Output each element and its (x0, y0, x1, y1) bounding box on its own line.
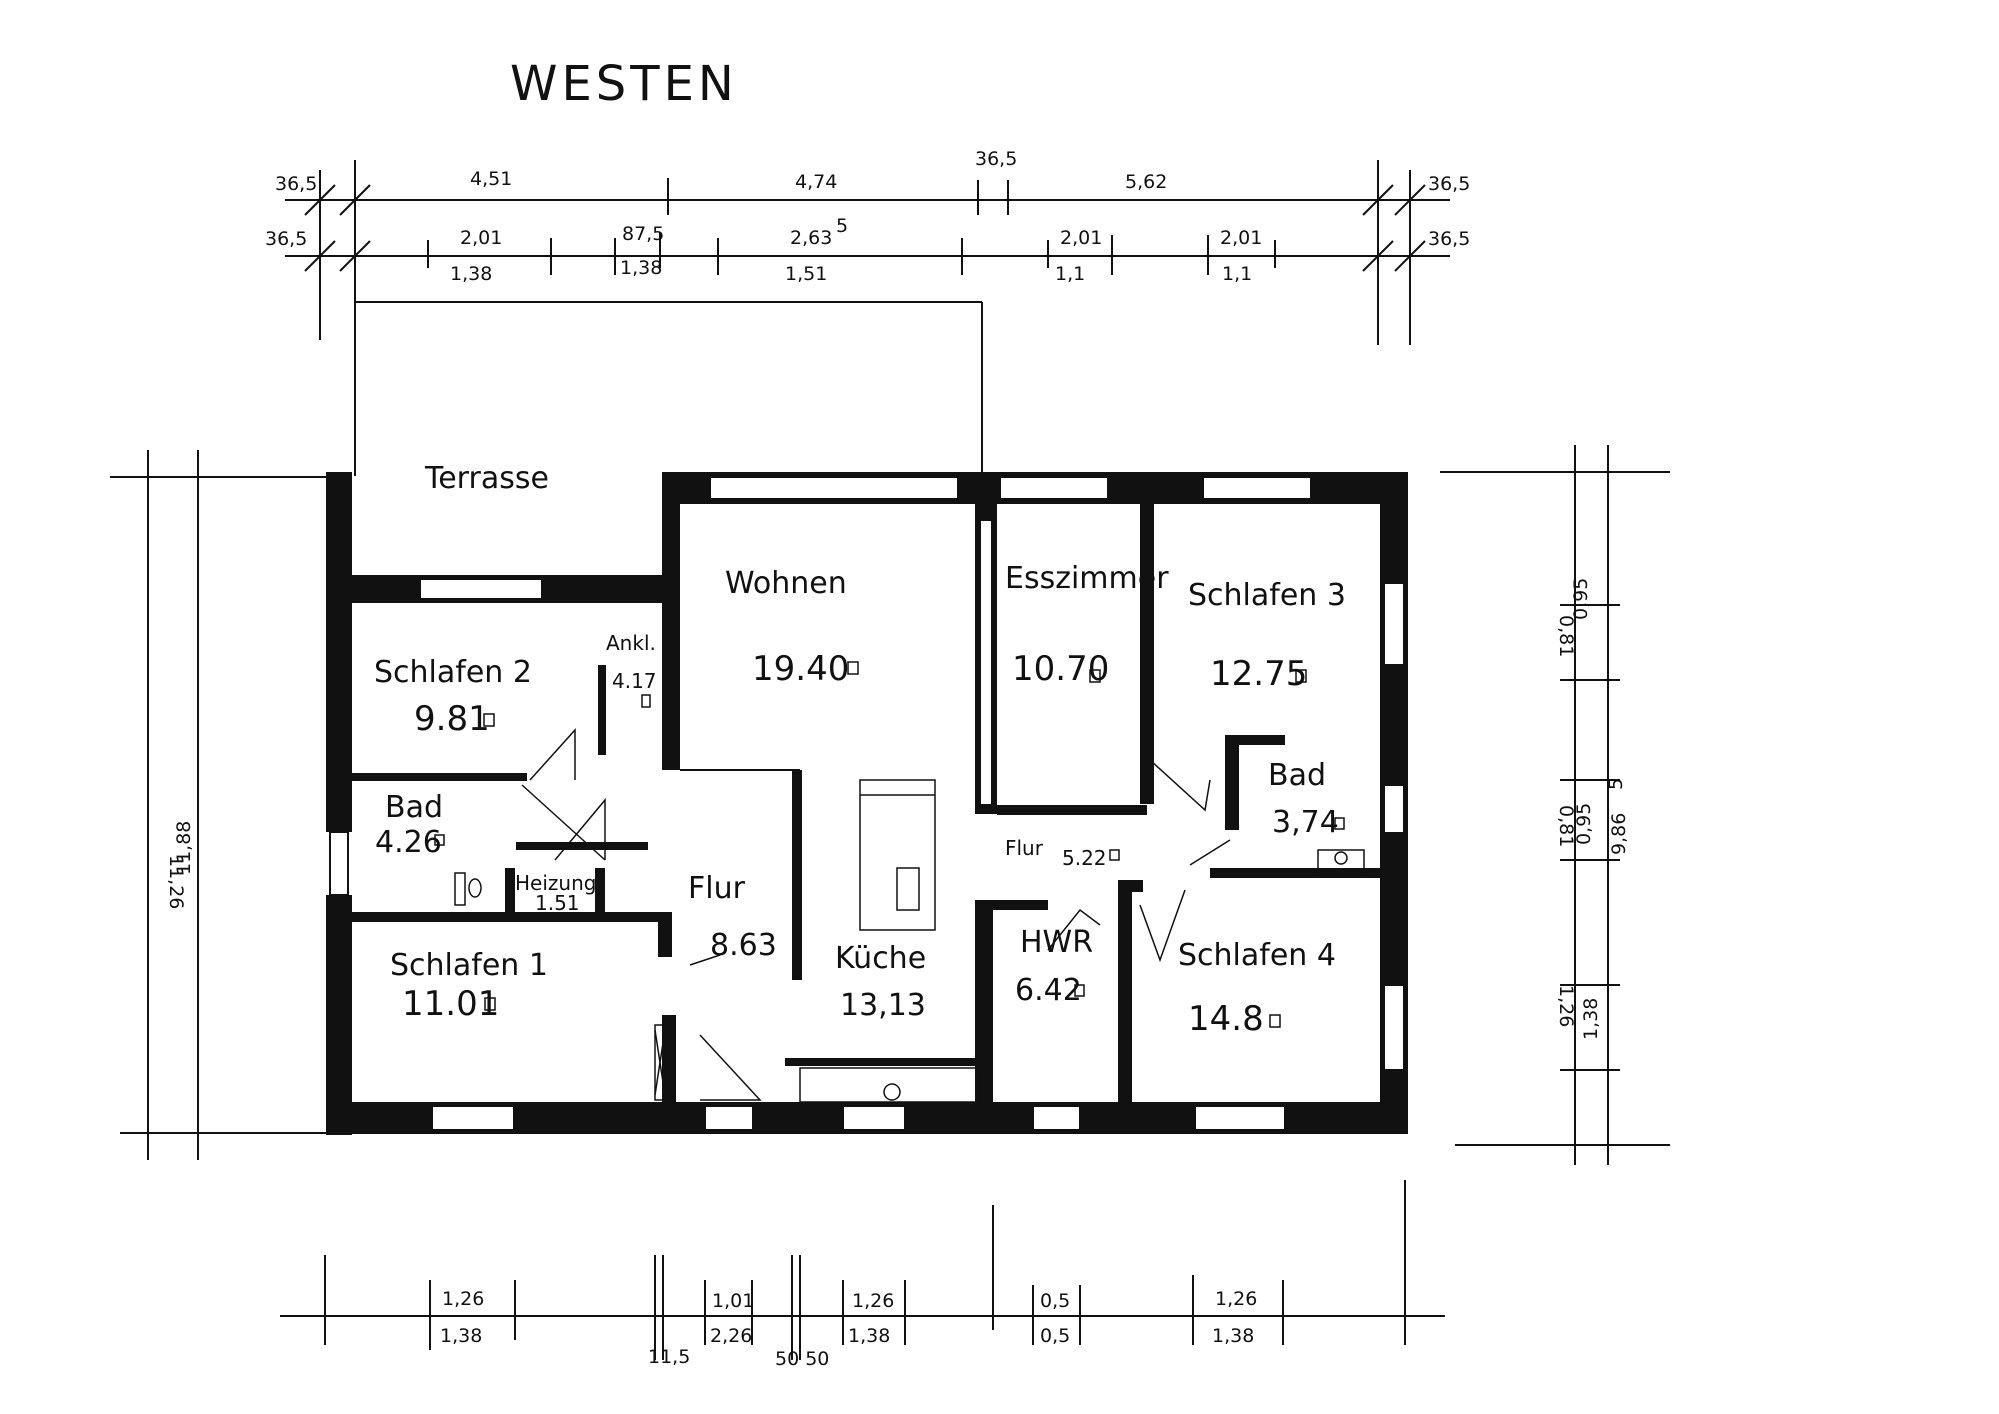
room-esszimmer-name: Esszimmer (1005, 561, 1169, 596)
room-wohnen-area: 19.40 (752, 649, 849, 689)
dim-row2-d-bot: 1,1 (1055, 263, 1085, 285)
room-bad-left-area: 4.26 (375, 825, 442, 860)
dim-right-b: 0,81 (1555, 615, 1577, 657)
dim-row2-d-top: 2,01 (1060, 227, 1102, 249)
dim-bottom-g-top: 1,26 (1215, 1288, 1257, 1310)
bottom-dimension-chain (280, 1180, 1445, 1360)
room-labels: Terrasse Wohnen 19.40 Esszimmer 10.70 Sc… (374, 461, 1346, 1039)
dim-bottom-d: 50 50 (775, 1348, 829, 1370)
room-schlafen2-area: 9.81 (414, 699, 490, 739)
dim-right-d: 0,81 (1555, 805, 1577, 847)
dim-bottom-e-top: 1,26 (852, 1290, 894, 1312)
terrace-outline (354, 301, 983, 476)
dim-top-a: 4,51 (470, 168, 512, 190)
dim-bottom-e-bot: 1,38 (848, 1325, 890, 1347)
room-bad-right-area: 3,74 (1272, 805, 1339, 840)
right-dimension-chain (1440, 445, 1670, 1165)
room-flur-left-area: 8.63 (710, 928, 777, 963)
left-dimension-chain (110, 450, 330, 1160)
dim-row2-c-top: 2,63 (790, 227, 832, 249)
room-schlafen4-area: 14.8 (1188, 999, 1264, 1039)
dim-bottom-f-top: 0,5 (1040, 1290, 1070, 1312)
room-schlafen4-name: Schlafen 4 (1178, 938, 1336, 973)
dim-row2-right-wall: 36,5 (1428, 228, 1470, 250)
room-esszimmer-area: 10.70 (1012, 649, 1109, 689)
room-schlafen2-name: Schlafen 2 (374, 655, 532, 690)
room-flur-left-name: Flur (688, 871, 746, 906)
dim-right-e: 9,86 (1608, 813, 1630, 855)
dim-bottom-c-bot: 2,26 (710, 1325, 752, 1347)
room-kueche-name: Küche (835, 941, 926, 976)
top-dimension-chain (285, 160, 1450, 345)
dim-top-mid-wall: 36,5 (975, 148, 1017, 170)
area-unit-marks (434, 661, 1345, 1028)
room-bad-left-name: Bad (385, 790, 443, 825)
dim-right-g: 1,38 (1580, 998, 1602, 1040)
dim-top-b: 4,74 (795, 171, 837, 193)
dim-bottom-c-top: 1,01 (712, 1290, 754, 1312)
dim-right-e-sup: 5 (1605, 778, 1627, 790)
dim-top-left-wall: 36,5 (275, 173, 317, 195)
dim-bottom-a-bot: 1,38 (440, 1325, 482, 1347)
exterior-walls (326, 472, 1408, 1135)
interior-walls (352, 472, 1380, 1105)
room-kueche-area: 13,13 (840, 988, 926, 1023)
dim-left-a: 11,26 (165, 855, 187, 909)
room-hwr-area: 6.42 (1015, 973, 1082, 1008)
room-hwr-name: HWR (1020, 925, 1093, 960)
dim-bottom-g-bot: 1,38 (1212, 1325, 1254, 1347)
dim-bottom-f-bot: 0,5 (1040, 1325, 1070, 1347)
room-ankl-name: Ankl. (606, 631, 656, 655)
dim-row2-b-bot: 1,38 (620, 257, 662, 279)
dim-left-b: 11,88 (173, 821, 195, 875)
dim-top-c: 5,62 (1125, 171, 1167, 193)
fixtures (454, 779, 1365, 1103)
room-schlafen1-area: 11.01 (402, 984, 499, 1024)
dim-row2-c-sup: 5 (836, 215, 848, 237)
room-schlafen3-area: 12.75 (1210, 654, 1307, 694)
room-schlafen1-name: Schlafen 1 (390, 948, 548, 983)
room-schlafen3-name: Schlafen 3 (1188, 578, 1346, 613)
dim-row2-left-wall: 36,5 (265, 228, 307, 250)
dim-bottom-b: 11,5 (648, 1346, 690, 1368)
dim-row2-c-bot: 1,51 (785, 263, 827, 285)
dim-top-right-wall: 36,5 (1428, 173, 1470, 195)
dim-row2-b-top: 87,5 (622, 223, 664, 245)
room-flur-right-name: Flur (1005, 836, 1044, 860)
room-heizung-name: Heizung (515, 871, 596, 895)
room-flur-right-area: 5.22 (1062, 846, 1107, 870)
dim-right-c: 0,95 (1573, 803, 1595, 845)
dim-right-f: 1,26 (1555, 985, 1577, 1027)
room-ankl-area: 4.17 (612, 669, 657, 693)
room-heizung-area: 1.51 (535, 891, 580, 915)
dim-row2-a-top: 2,01 (460, 227, 502, 249)
dim-row2-a-bot: 1,38 (450, 263, 492, 285)
dim-row2-e-top: 2,01 (1220, 227, 1262, 249)
room-bad-right-name: Bad (1268, 758, 1326, 793)
dim-row2-e-bot: 1,1 (1222, 263, 1252, 285)
door-swings (521, 728, 1231, 1101)
room-wohnen-name: Wohnen (725, 566, 847, 601)
dim-bottom-a-top: 1,26 (442, 1288, 484, 1310)
orientation-label: WESTEN (510, 56, 738, 112)
room-terrasse-label: Terrasse (424, 461, 549, 496)
dim-right-a: 0,95 (1570, 578, 1592, 620)
